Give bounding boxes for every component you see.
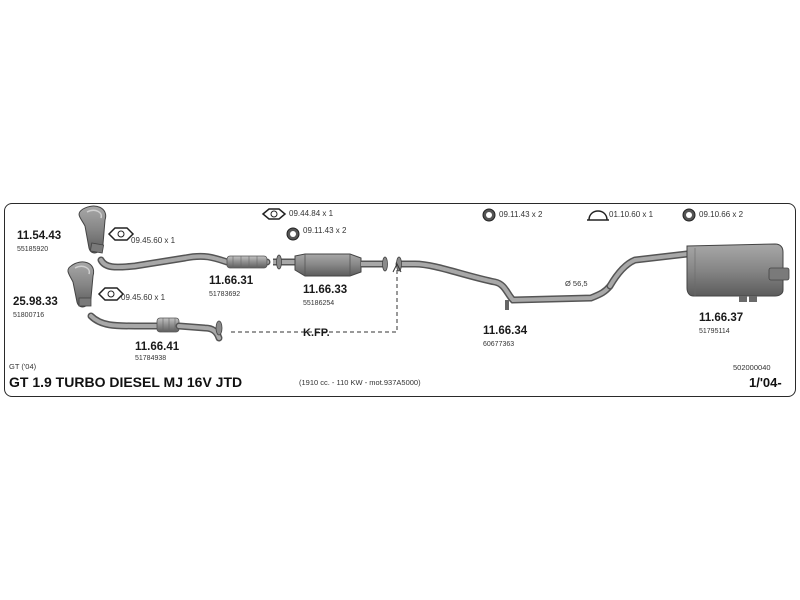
model-short: GT ('04) <box>9 362 37 371</box>
mounting-ring-icon <box>482 208 496 222</box>
diesel-particulate-filter <box>273 253 388 277</box>
exhaust-system-diagram: 11.54.43 55185920 25.98.33 51800716 11.6… <box>4 203 796 397</box>
clamp-icon <box>587 210 609 221</box>
middle-pipe <box>395 256 614 310</box>
front-pipe-upper <box>97 252 271 271</box>
oe-number: 51783692 <box>209 291 241 298</box>
gasket-icon <box>97 287 125 301</box>
part-code: 11.54.43 <box>17 230 62 242</box>
part-code: 25.98.33 <box>13 296 58 308</box>
oe-number: 51800716 <box>13 312 45 319</box>
manifold-catalyst-lower <box>67 261 95 308</box>
part-code: 11.66.31 <box>209 275 254 287</box>
manifold-catalyst-upper <box>78 205 107 254</box>
rubber-hanger-icon <box>682 208 696 222</box>
gasket-icon <box>107 227 135 241</box>
part-code: 11.66.41 <box>135 341 180 353</box>
kfp-connector <box>231 262 402 333</box>
oe-number: 55186254 <box>303 300 335 307</box>
accessory-label: 09.45.60 x 1 <box>131 236 176 245</box>
engine-spec: (1910 cc. - 110 KW - mot.937A5000) <box>299 378 421 387</box>
accessory-label: 09.11.43 x 2 <box>499 210 543 219</box>
oe-number: 51784938 <box>135 355 167 362</box>
catalog-number: 502000040 <box>733 363 771 372</box>
accessory-label: 09.11.43 x 2 <box>303 226 347 235</box>
kfp-label: K.FP. <box>303 327 330 339</box>
part-code: 11.66.34 <box>483 325 528 337</box>
date-range: 1/'04- <box>749 375 782 390</box>
gasket-icon <box>261 208 287 220</box>
accessory-label: 01.10.60 x 1 <box>609 210 654 219</box>
part-code: 11.66.37 <box>699 312 744 324</box>
exhaust-drawing <box>67 205 790 342</box>
oe-number: 51795114 <box>699 328 730 335</box>
rear-silencer <box>606 243 790 302</box>
oe-number: 55185920 <box>17 246 49 253</box>
accessory-label: 09.10.66 x 2 <box>699 210 744 219</box>
accessory-label: 09.45.60 x 1 <box>121 293 166 302</box>
accessory-label: 09.44.84 x 1 <box>289 209 334 218</box>
front-pipe-lower <box>87 312 223 342</box>
model-title: GT 1.9 TURBO DIESEL MJ 16V JTD <box>9 374 243 390</box>
oe-number: 60677363 <box>483 341 515 348</box>
part-code: 11.66.33 <box>303 284 348 296</box>
diameter-label: Ø 56,5 <box>565 279 588 288</box>
mounting-ring-icon <box>286 227 300 241</box>
